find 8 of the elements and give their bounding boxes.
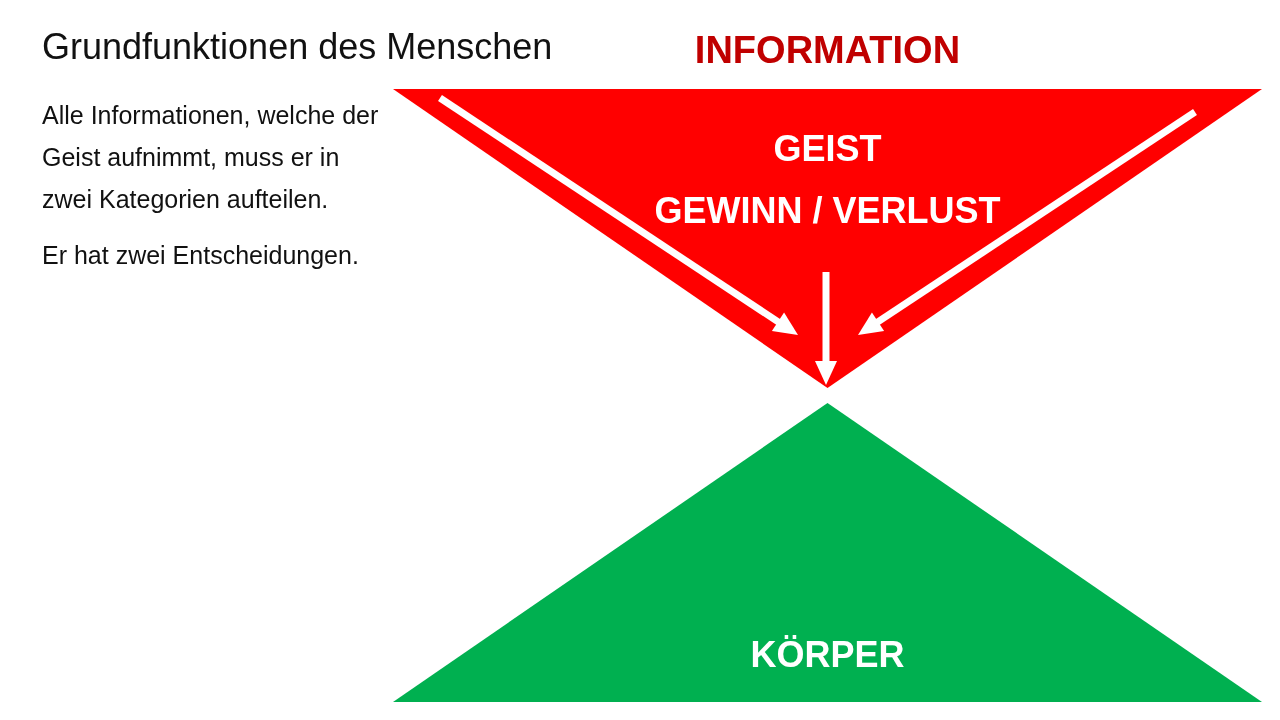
heading: INFORMATION xyxy=(694,28,961,73)
title: Grundfunktionen des Menschen xyxy=(42,25,553,69)
shape-label: KÖRPER xyxy=(750,633,905,677)
shape-label: GEWINN / VERLUST xyxy=(654,189,1001,233)
triangle xyxy=(393,403,1262,702)
shape-label: GEIST xyxy=(773,127,882,171)
paragraph: Alle Informationen, welche der Geist aufnimmt, muss er in zwei Kategorien aufteilen. xyxy=(42,100,380,215)
paragraph: Er hat zwei Entscheidungen. xyxy=(42,240,359,271)
